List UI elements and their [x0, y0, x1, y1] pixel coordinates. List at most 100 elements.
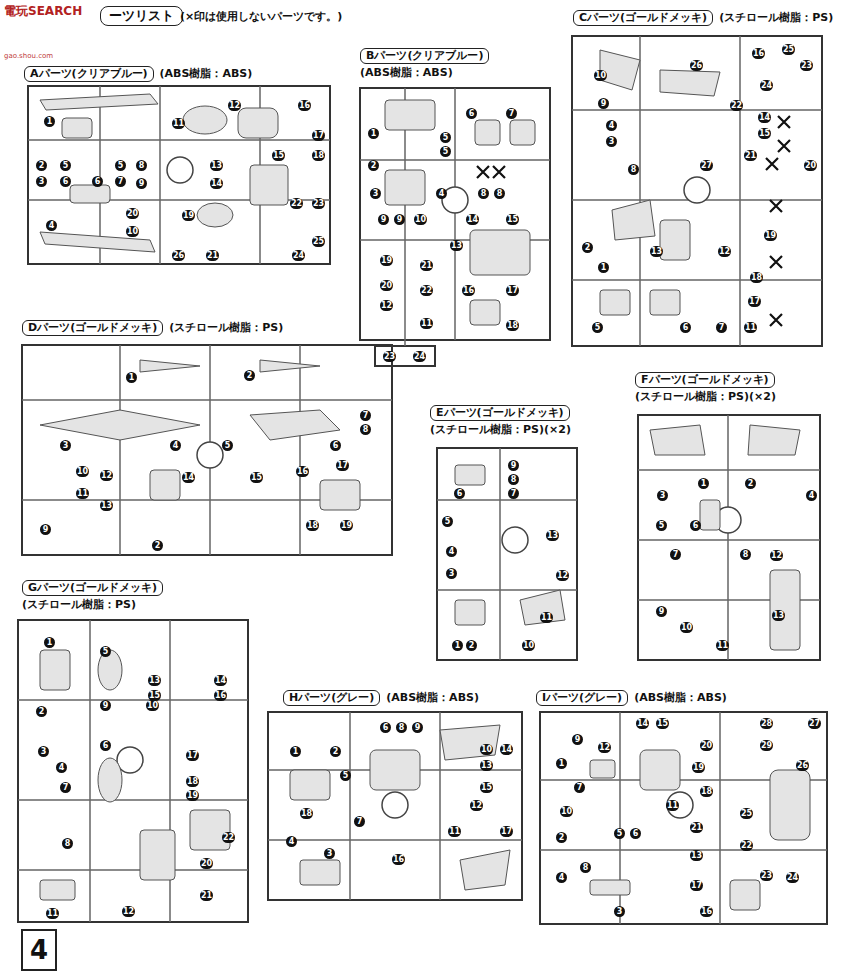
- section-title: ーツリスト: [100, 6, 183, 26]
- callout-number: 4: [806, 490, 817, 501]
- callout-number: 1: [598, 262, 609, 273]
- callout-number: 18: [300, 808, 313, 819]
- callout-number: 21: [200, 890, 213, 901]
- callout-number: 3: [446, 568, 457, 579]
- callout-number: 3: [606, 136, 617, 147]
- callout-number: 18: [506, 320, 519, 331]
- callout-number: 12: [100, 470, 113, 481]
- usage-note: (×印は使用しないパーツです。): [180, 10, 342, 24]
- callout-number: 14: [636, 718, 649, 729]
- callout-number: 1: [556, 758, 567, 769]
- callout-number: 18: [750, 272, 763, 283]
- callout-number: 11: [716, 640, 729, 651]
- watermark: 電玩SEARCH: [4, 4, 82, 18]
- callout-number: 20: [126, 208, 139, 219]
- runner-heading: Aパーツ(クリアブルー) (ABS樹脂：ABS): [24, 66, 252, 82]
- callout-number: 3: [370, 188, 381, 199]
- callout-number: 19: [182, 210, 195, 221]
- callout-number: 8: [494, 188, 505, 199]
- callout-number: 12: [380, 300, 393, 311]
- callout-number: 4: [436, 188, 447, 199]
- callout-number: 16: [214, 690, 227, 701]
- callout-number: 9: [136, 178, 147, 189]
- callout-number: 11: [666, 800, 679, 811]
- callout-number: 15: [506, 214, 519, 225]
- callout-number: 4: [446, 546, 457, 557]
- callout-number: 6: [60, 176, 71, 187]
- part-name: Fパーツ(ゴールドメッキ): [635, 372, 775, 388]
- callout-number: 10: [146, 700, 159, 711]
- material-note: (スチロール樹脂：PS): [22, 598, 163, 612]
- part-name: Aパーツ(クリアブルー): [24, 66, 154, 82]
- material-note: (ABS樹脂：ABS): [160, 67, 253, 81]
- runner-heading: Eパーツ(ゴールドメッキ)(スチロール樹脂：PS)(×2): [430, 405, 571, 437]
- callout-number: 7: [508, 488, 519, 499]
- callout-number: 1: [44, 637, 55, 648]
- part-name: Eパーツ(ゴールドメッキ): [430, 405, 570, 421]
- callout-number: 12: [556, 570, 569, 581]
- callout-number: 25: [782, 44, 795, 55]
- callout-number: 20: [804, 160, 817, 171]
- callout-number: 7: [115, 176, 126, 187]
- callout-number: 17: [336, 460, 349, 471]
- callout-number: 26: [172, 250, 185, 261]
- callout-number: 10: [594, 70, 607, 81]
- callout-number: 16: [392, 854, 405, 865]
- callout-number: 10: [126, 226, 139, 237]
- callout-number: 19: [340, 520, 353, 531]
- material-note: (ABS樹脂：ABS): [634, 691, 727, 705]
- callout-number: 14: [214, 675, 227, 686]
- callout-number: 8: [136, 160, 147, 171]
- callout-number: 3: [38, 746, 49, 757]
- callout-number: 8: [628, 164, 639, 175]
- callout-number: 17: [748, 296, 761, 307]
- callout-number: 9: [598, 98, 609, 109]
- callout-number: 2: [244, 370, 255, 381]
- callout-number: 12: [598, 742, 611, 753]
- callout-number: 17: [506, 285, 519, 296]
- part-name: Iパーツ(グレー): [536, 690, 628, 706]
- callout-number: 16: [700, 906, 713, 917]
- material-note: (ABS樹脂：ABS): [386, 691, 479, 705]
- callout-number: 15: [148, 690, 161, 701]
- callout-number: 11: [744, 322, 757, 333]
- callout-number: 8: [62, 838, 73, 849]
- callout-number: 21: [690, 822, 703, 833]
- callout-number: 7: [716, 322, 727, 333]
- callout-number: 5: [656, 520, 667, 531]
- callout-number: 27: [700, 160, 713, 171]
- callout-number: 9: [572, 734, 583, 745]
- callout-number: 21: [206, 250, 219, 261]
- callout-number: 15: [758, 128, 771, 139]
- part-name: Hパーツ(グレー): [283, 690, 380, 706]
- callout-number: 19: [764, 230, 777, 241]
- callout-number: 11: [540, 612, 553, 623]
- callout-number: 6: [680, 322, 691, 333]
- callout-number: 9: [508, 460, 519, 471]
- callout-number: 13: [480, 760, 493, 771]
- callout-number: 7: [574, 782, 585, 793]
- watermark: gao.shou.com: [4, 52, 53, 60]
- callout-number: 8: [508, 474, 519, 485]
- callout-number: 7: [360, 410, 371, 421]
- material-note: (スチロール樹脂：PS): [719, 11, 833, 25]
- callout-number: 13: [210, 160, 223, 171]
- runner-heading: Bパーツ(クリアブルー)(ABS樹脂：ABS): [360, 48, 489, 80]
- callout-number: 22: [740, 840, 753, 851]
- callout-number: 25: [312, 236, 325, 247]
- callout-number: 5: [340, 770, 351, 781]
- callout-number: 5: [614, 828, 625, 839]
- callout-number: 13: [546, 530, 559, 541]
- callout-number: 22: [290, 198, 303, 209]
- callout-number: 5: [440, 132, 451, 143]
- callout-number: 24: [292, 250, 305, 261]
- callout-number: 20: [200, 858, 213, 869]
- callout-number: 8: [740, 549, 751, 560]
- material-note: (スチロール樹脂：PS)(×2): [635, 390, 776, 404]
- material-note: (ABS樹脂：ABS): [360, 66, 489, 80]
- callout-number: 13: [650, 246, 663, 257]
- runner-heading: Iパーツ(グレー) (ABS樹脂：ABS): [536, 690, 727, 706]
- callout-number: 19: [186, 790, 199, 801]
- callout-number: 17: [690, 880, 703, 891]
- callout-number: 18: [186, 776, 199, 787]
